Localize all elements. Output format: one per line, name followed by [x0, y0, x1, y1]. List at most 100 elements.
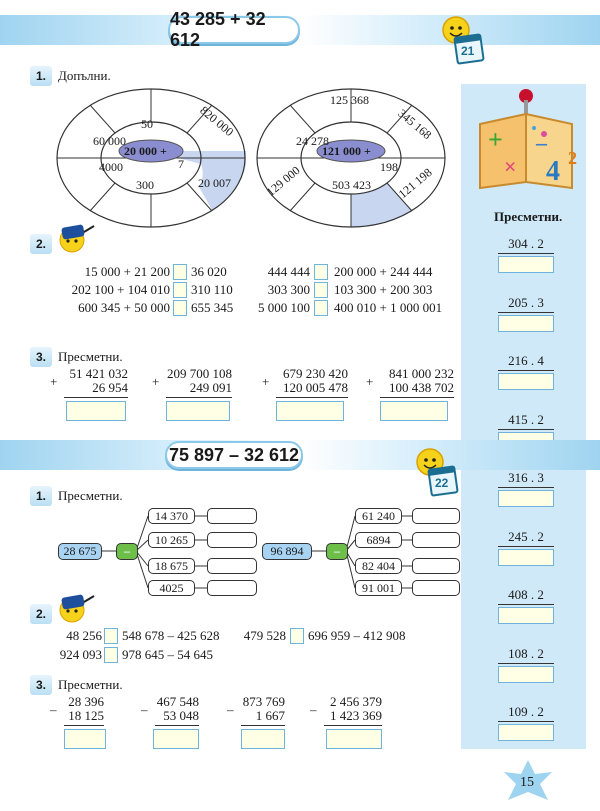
svg-text:+: +: [488, 125, 503, 154]
operator-sign: +: [152, 374, 160, 389]
column-rule: [276, 397, 348, 398]
compare-box[interactable]: [173, 282, 187, 298]
answer-box[interactable]: [412, 580, 460, 596]
value: 48 256: [66, 628, 102, 643]
answer-box[interactable]: [207, 558, 257, 574]
operator-sign: –: [310, 702, 317, 717]
answer-box[interactable]: [380, 401, 448, 421]
task-label: Пресметни.: [58, 488, 123, 503]
sidebar-expression: 216 . 4: [508, 353, 544, 368]
compare-box[interactable]: [104, 628, 118, 644]
sidebar-expression: 245 . 2: [508, 528, 544, 544]
compare-box[interactable]: [314, 282, 328, 298]
value: 303 300: [267, 282, 310, 297]
page-number-star: [500, 758, 556, 806]
ellipse-a-value: 300: [136, 178, 154, 192]
answer-box[interactable]: [66, 401, 126, 421]
value: 924 093: [59, 647, 102, 662]
svg-text:4: 4: [546, 156, 560, 187]
subtrahend: 53 048: [163, 708, 199, 723]
compare-box[interactable]: [173, 300, 187, 316]
minuend: 2 456 379: [330, 694, 382, 709]
compare-box[interactable]: [290, 628, 304, 644]
ellipse-b-value: 503 423: [332, 178, 371, 192]
sidebar-rule: [498, 370, 554, 371]
subtrahend: 18 125: [68, 708, 104, 723]
answer-box[interactable]: [498, 724, 554, 741]
task-number: 3.: [30, 347, 52, 367]
answer-box[interactable]: [241, 729, 285, 749]
expression: 400 010 + 1 000 001: [334, 300, 443, 315]
answer-box[interactable]: [276, 401, 344, 421]
answer-box[interactable]: [64, 729, 106, 749]
calendar-badge: 21: [461, 44, 475, 58]
answer-box[interactable]: [326, 729, 382, 749]
answer-box[interactable]: [498, 490, 554, 507]
sidebar-expression: 108 . 2: [508, 645, 544, 661]
operator-sign: –: [227, 702, 234, 717]
compare-box[interactable]: [104, 647, 118, 663]
start-value: 28 675: [58, 543, 102, 560]
operator-sign: +: [262, 374, 270, 389]
answer-box[interactable]: [498, 314, 554, 332]
expression: 978 645 – 54 645: [122, 647, 213, 662]
sidebar-rule: [498, 487, 554, 488]
sidebar-title: Пресметни.: [494, 209, 563, 224]
minuend: 873 769: [242, 694, 285, 709]
sidebar-rule: [498, 311, 554, 313]
minuend: 51 421 032: [69, 366, 129, 381]
answer-box[interactable]: [498, 607, 554, 624]
compare-box[interactable]: [173, 264, 187, 280]
answer-box[interactable]: [498, 256, 554, 273]
task-number: 1.: [30, 66, 52, 86]
ellipse-b-value: 125 368: [330, 93, 369, 107]
value: 444 444: [267, 264, 310, 279]
minuend: 28 396: [68, 694, 104, 709]
sidebar-expression: 304 . 2: [508, 236, 544, 251]
sidebar-rule: [498, 253, 554, 254]
sidebar-panel: [461, 84, 586, 749]
sun-calendar-icon: 21: [436, 14, 486, 66]
sidebar-rule: [498, 545, 554, 547]
sun-calendar-icon: 22: [410, 446, 460, 498]
svg-text:×: ×: [504, 154, 517, 179]
task-number: 1.: [30, 486, 52, 506]
answer-box[interactable]: [153, 729, 199, 749]
expression: 200 000 + 244 444: [334, 264, 433, 279]
header-band-top: [0, 15, 600, 45]
answer-box[interactable]: [207, 508, 257, 524]
subtrahend: 1 423 369: [330, 708, 382, 723]
sidebar-rule: [498, 604, 554, 605]
answer-box[interactable]: [412, 532, 460, 548]
value: 36 020: [191, 264, 227, 279]
answer-box[interactable]: [207, 580, 257, 596]
compare-box[interactable]: [314, 300, 328, 316]
ellipse-a-value: 4000: [99, 160, 123, 174]
target-value: 82 404: [355, 558, 402, 574]
expression: 15 000 + 21 200: [84, 264, 170, 279]
answer-box[interactable]: [498, 665, 554, 683]
expression: 202 100 + 104 010: [71, 282, 170, 297]
answer-box[interactable]: [412, 558, 460, 574]
compare-box[interactable]: [314, 264, 328, 280]
target-value: 6894: [355, 532, 402, 548]
column-rule: [64, 725, 104, 726]
lesson-title-1: 43 285 + 32 612: [168, 9, 300, 50]
answer-box[interactable]: [412, 508, 460, 524]
page-number: 15: [520, 775, 534, 790]
answer-box[interactable]: [166, 401, 230, 421]
answer-box[interactable]: [498, 373, 554, 390]
target-value: 61 240: [355, 508, 402, 524]
operator-sign: –: [141, 702, 148, 717]
column-rule: [166, 397, 232, 398]
ellipse-b-value: 24 278: [296, 134, 329, 148]
value: 479 528: [243, 628, 286, 643]
sidebar-expression: 109 . 2: [508, 704, 544, 719]
column-rule: [380, 397, 454, 398]
ellipse-a-center: 20 000 +: [124, 144, 167, 158]
answer-box[interactable]: [498, 548, 554, 566]
answer-box[interactable]: [207, 532, 257, 548]
minuend: 841 000 232: [389, 366, 454, 381]
ellipse-b-value: 198: [380, 160, 398, 174]
value: 655 345: [191, 300, 234, 315]
